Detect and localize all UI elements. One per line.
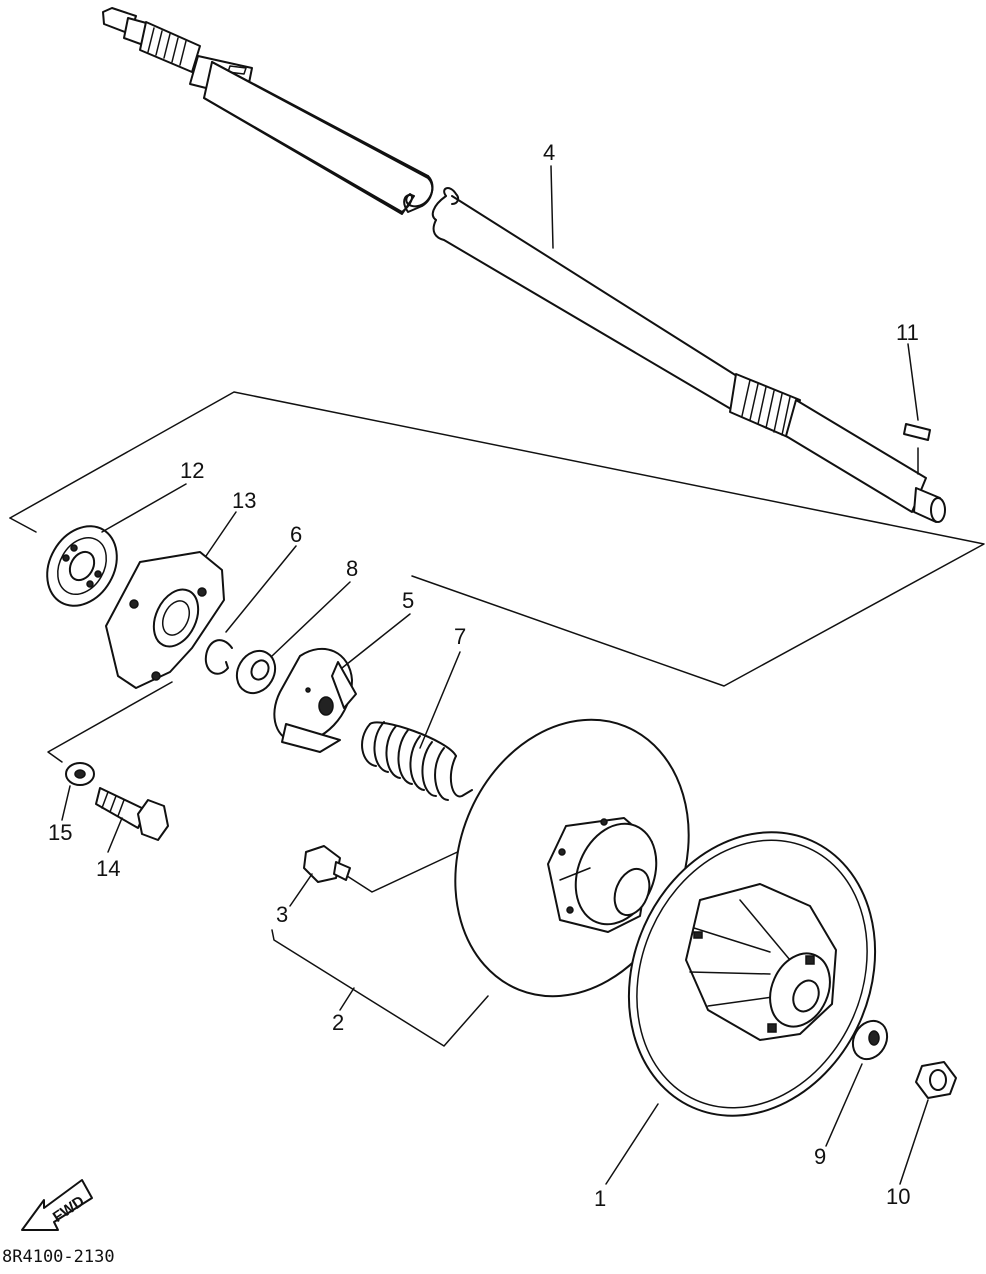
hex-nut (915, 1061, 957, 1099)
callout-4: 4 (543, 140, 555, 165)
bearing (46, 525, 118, 607)
forward-arrow-icon: FWD (21, 1179, 93, 1231)
plate-washer (65, 762, 95, 786)
callout-11: 11 (896, 320, 919, 345)
drive-shaft (102, 7, 946, 523)
set-screw (303, 845, 351, 883)
callout-1: 1 (594, 1186, 606, 1211)
drawing-code: 8R4100-2130 (2, 1247, 115, 1267)
spring-seat-cam (273, 647, 357, 753)
callout-13: 13 (232, 488, 256, 513)
callout-10: 10 (886, 1184, 910, 1209)
movable-sheave (627, 831, 877, 1117)
spacer-washer (235, 649, 277, 695)
circlip (204, 639, 233, 675)
callout-2: 2 (332, 1010, 344, 1035)
shaft-key (903, 423, 931, 441)
callout-15: 15 (48, 820, 72, 845)
compression-spring (361, 721, 473, 801)
callout-numbers: 4 11 12 13 6 8 5 7 15 14 3 2 1 9 10 (48, 140, 919, 1211)
bearing-plate (105, 551, 225, 689)
callout-8: 8 (346, 556, 358, 581)
callout-7: 7 (454, 624, 466, 649)
mounting-bolt (95, 787, 169, 841)
flat-washer (851, 1019, 889, 1061)
leader-lines (61, 165, 929, 1185)
callout-12: 12 (180, 458, 204, 483)
callout-14: 14 (96, 856, 120, 881)
callout-5: 5 (402, 588, 414, 613)
callout-3: 3 (276, 902, 288, 927)
assembly-boundary (9, 391, 985, 1047)
fixed-sheave (454, 718, 690, 998)
callout-9: 9 (814, 1144, 826, 1169)
callout-6: 6 (290, 522, 302, 547)
